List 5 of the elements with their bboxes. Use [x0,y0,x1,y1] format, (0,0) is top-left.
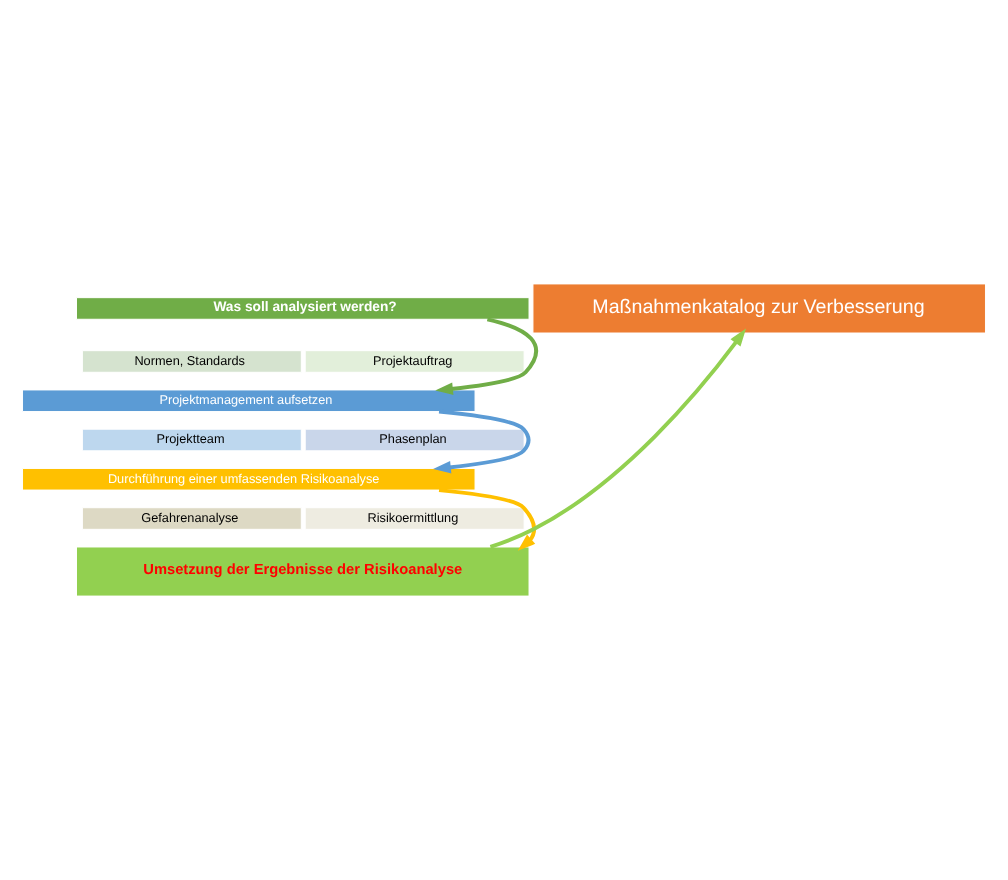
arrow [438,488,537,551]
arrow [433,409,531,474]
node-box: Maßnahmenkatalog zur Verbesserung [532,283,986,334]
arrow [489,328,747,549]
arrow [435,317,538,395]
